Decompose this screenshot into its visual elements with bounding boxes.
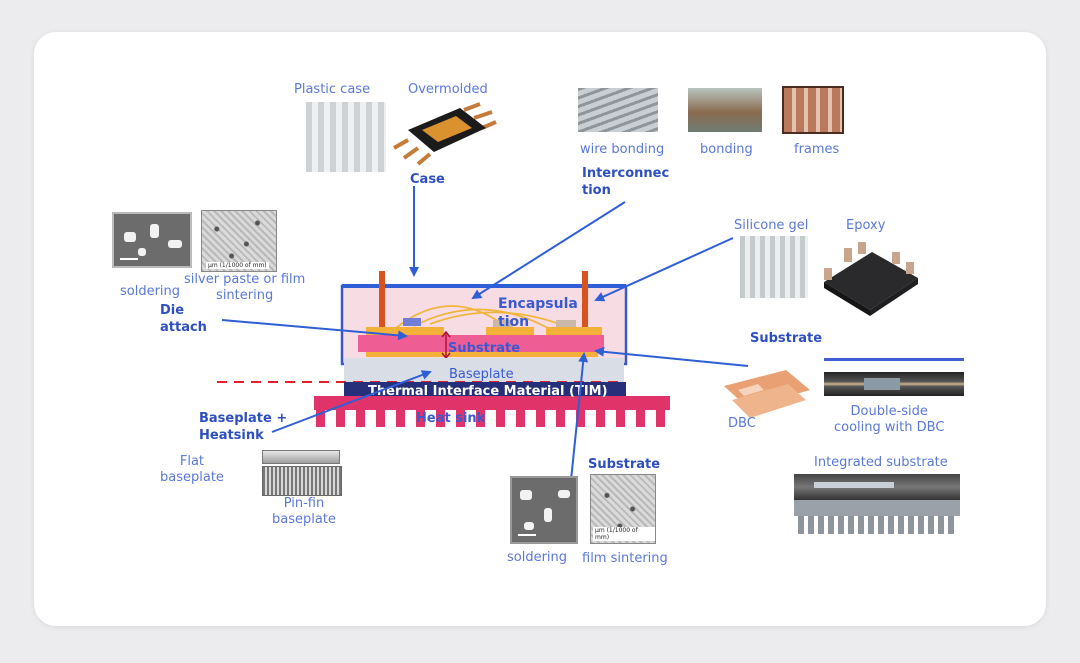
epoxy-label: Epoxy <box>846 218 886 233</box>
wire-bonding-image <box>578 88 658 132</box>
heat-sink-label: Heat sink <box>416 411 486 426</box>
arrow-baseplate-heatsink <box>271 370 432 433</box>
soldering-top-image <box>112 212 192 268</box>
double-side-image <box>824 358 964 408</box>
die <box>556 320 576 327</box>
die <box>493 320 513 327</box>
film-sintering-label: film sintering <box>582 551 668 566</box>
plastic-case-label: Plastic case <box>294 82 371 97</box>
scale-bar-text-bottom: µm (1/1000 of mm) <box>593 527 655 541</box>
flat-baseplate-label: Flat baseplate <box>160 454 224 485</box>
dbc-label: DBC <box>728 416 756 431</box>
baseplate-heatsink-heading: Baseplate + Heatsink <box>199 411 288 443</box>
dbc-image <box>724 370 810 418</box>
pinfin-baseplate-image <box>262 466 342 496</box>
silicone-gel-image <box>740 236 808 298</box>
substrate-layer <box>358 335 604 352</box>
terminal-left <box>379 271 385 337</box>
arrow-encapsulation <box>594 237 734 302</box>
substrate-right-heading: Substrate <box>750 331 823 346</box>
wire-bonding-label: wire bonding <box>580 142 665 157</box>
integrated-substrate-label: Integrated substrate <box>814 455 948 470</box>
case-heading: Case <box>410 172 445 187</box>
encapsulation-label: Encapsula <box>498 296 578 312</box>
die <box>403 318 421 326</box>
arrow-substrate-right <box>594 346 749 367</box>
bond-wire <box>413 308 549 329</box>
silver-paste-label: silver paste or film sintering <box>184 272 306 303</box>
baseplate-inner-label: Baseplate <box>449 367 514 382</box>
tim-label: Thermal Interface Material (TIM) <box>368 384 608 399</box>
encapsulation-label-2: tion <box>498 314 529 330</box>
scale-bar-text: µm (1/1000 of mm) <box>206 262 269 269</box>
substrate-inner-label: Substrate <box>448 341 520 356</box>
integrated-substrate-image <box>794 474 960 542</box>
terminal-right <box>582 271 588 337</box>
interconnection-heading: Interconnec tion <box>582 166 670 198</box>
frames-image <box>782 86 844 134</box>
soldering-top-label: soldering <box>120 284 181 299</box>
flat-baseplate-image <box>262 450 340 464</box>
copper-bottom <box>366 352 598 357</box>
arrow-interconnection <box>471 201 626 300</box>
plastic-case-image <box>306 102 386 172</box>
tim-layer <box>344 382 626 396</box>
double-side-label: Double-side cooling with DBC <box>834 404 945 435</box>
arrow-die-attach <box>221 319 408 341</box>
frames-label: frames <box>794 142 840 157</box>
copper-pad <box>546 327 602 335</box>
bonding-image <box>688 88 762 132</box>
heatsink-base <box>314 396 670 410</box>
sintering-bottom-image: µm (1/1000 of mm) <box>590 474 656 544</box>
overmolded-label: Overmolded <box>408 82 488 97</box>
overmolded-image <box>393 102 497 166</box>
soldering-bottom-label: soldering <box>507 550 568 565</box>
heatsink-fins <box>316 410 665 427</box>
epoxy-image <box>824 242 918 316</box>
copper-pad <box>486 327 534 335</box>
soldering-bottom-image <box>510 476 578 544</box>
bonding-label: bonding <box>700 142 753 157</box>
silicone-gel-label: Silicone gel <box>734 218 809 233</box>
baseplate-layer <box>344 358 624 382</box>
pinfin-baseplate-label: Pin-fin baseplate <box>272 496 336 527</box>
die-attach-heading: Die attach <box>160 303 207 335</box>
sintering-top-image: µm (1/1000 of mm) <box>201 210 277 272</box>
arrow-substrate-bottom <box>570 352 589 481</box>
substrate-bottom-heading: Substrate <box>588 457 661 472</box>
